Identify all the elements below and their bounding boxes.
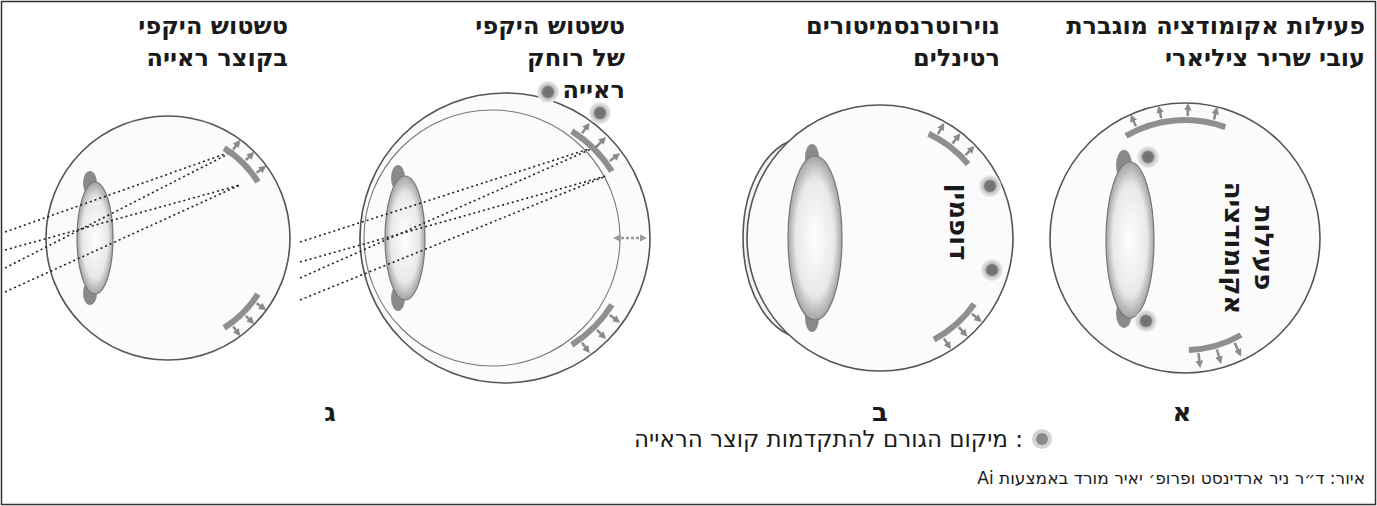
eye-label: דופמין	[943, 184, 973, 261]
growth-arrow	[582, 125, 588, 133]
legend-text: : מיקום הגורם להתקדמות קוצר הראייה	[634, 426, 1023, 452]
retina-arc	[572, 131, 612, 171]
panel-heading: טשטוש היקפי של רוחק ראייה	[472, 10, 625, 106]
growth-arrow	[952, 136, 958, 144]
legend-row: : מיקום הגורם להתקדמות קוצר הראייה	[634, 426, 1053, 452]
eye-panel: טשטוש היקפי של רוחק ראייה	[345, 6, 630, 386]
growth-arrow	[610, 155, 618, 161]
eye-a	[1050, 103, 1320, 373]
growth-arrow	[965, 148, 972, 155]
panel-heading: פעילות אקומודציה מוגברת עובי שריר ציליאר…	[1063, 10, 1365, 74]
eye-panel: טשטוש היקפי בקוצר ראייה	[8, 6, 293, 386]
retina-arcs	[224, 106, 1241, 365]
panel-heading: טשטוש היקפי בקוצר ראייה	[135, 10, 288, 74]
growth-arrow	[257, 167, 264, 172]
growth-arrow	[257, 303, 264, 308]
growth-arrow	[944, 338, 949, 346]
growth-arrow	[1214, 110, 1216, 120]
legend-dot	[1036, 433, 1048, 445]
panel-letter: ב	[872, 397, 888, 427]
growth-arrow	[597, 330, 604, 337]
retina-arc	[1189, 335, 1241, 350]
retina-arc	[224, 294, 258, 328]
growth-arrow	[1132, 117, 1136, 126]
growth-arrow	[1235, 343, 1240, 354]
retina-arc	[929, 134, 968, 164]
growth-arrow	[972, 314, 980, 320]
eye-label: פעילות אקומודציה	[1218, 182, 1278, 315]
growth-arrow	[246, 316, 252, 322]
retina-arc	[224, 148, 258, 182]
eye-b	[743, 105, 1013, 371]
growth-arrow	[246, 154, 252, 160]
panel-heading: נוירוטרנסמיטורים רטינלים	[802, 10, 1000, 74]
retina-arc	[1126, 120, 1225, 136]
growth-arrow	[597, 139, 604, 146]
growth-arrow	[1217, 350, 1220, 362]
growth-arrow	[1186, 106, 1189, 116]
eye-panel: פעילות אקומודציה מוגברת עובי שריר ציליאר…	[1035, 6, 1370, 386]
eye-hyperopia	[300, 81, 650, 383]
growth-arrow	[938, 125, 943, 134]
retina-arc	[572, 305, 612, 345]
growth-arrow	[233, 142, 238, 149]
growth-arrow	[582, 343, 588, 351]
growth-arrow	[959, 327, 966, 334]
credit-note: איור: ד״ר ניר ארדינסט ופרופ׳ יאיר מורד ב…	[977, 468, 1365, 488]
eye-myopia	[5, 116, 290, 360]
growth-arrow	[233, 327, 238, 334]
growth-arrow	[1198, 353, 1199, 365]
growth-arrow	[610, 315, 618, 321]
panel-letter: א	[1173, 397, 1192, 427]
eye-panel: נוירוטרנסמיטורים רטינלים דופמין	[740, 6, 1005, 386]
panel-letter: ג	[324, 397, 336, 427]
retina-arc	[934, 304, 974, 340]
growth-arrow	[1159, 109, 1161, 119]
